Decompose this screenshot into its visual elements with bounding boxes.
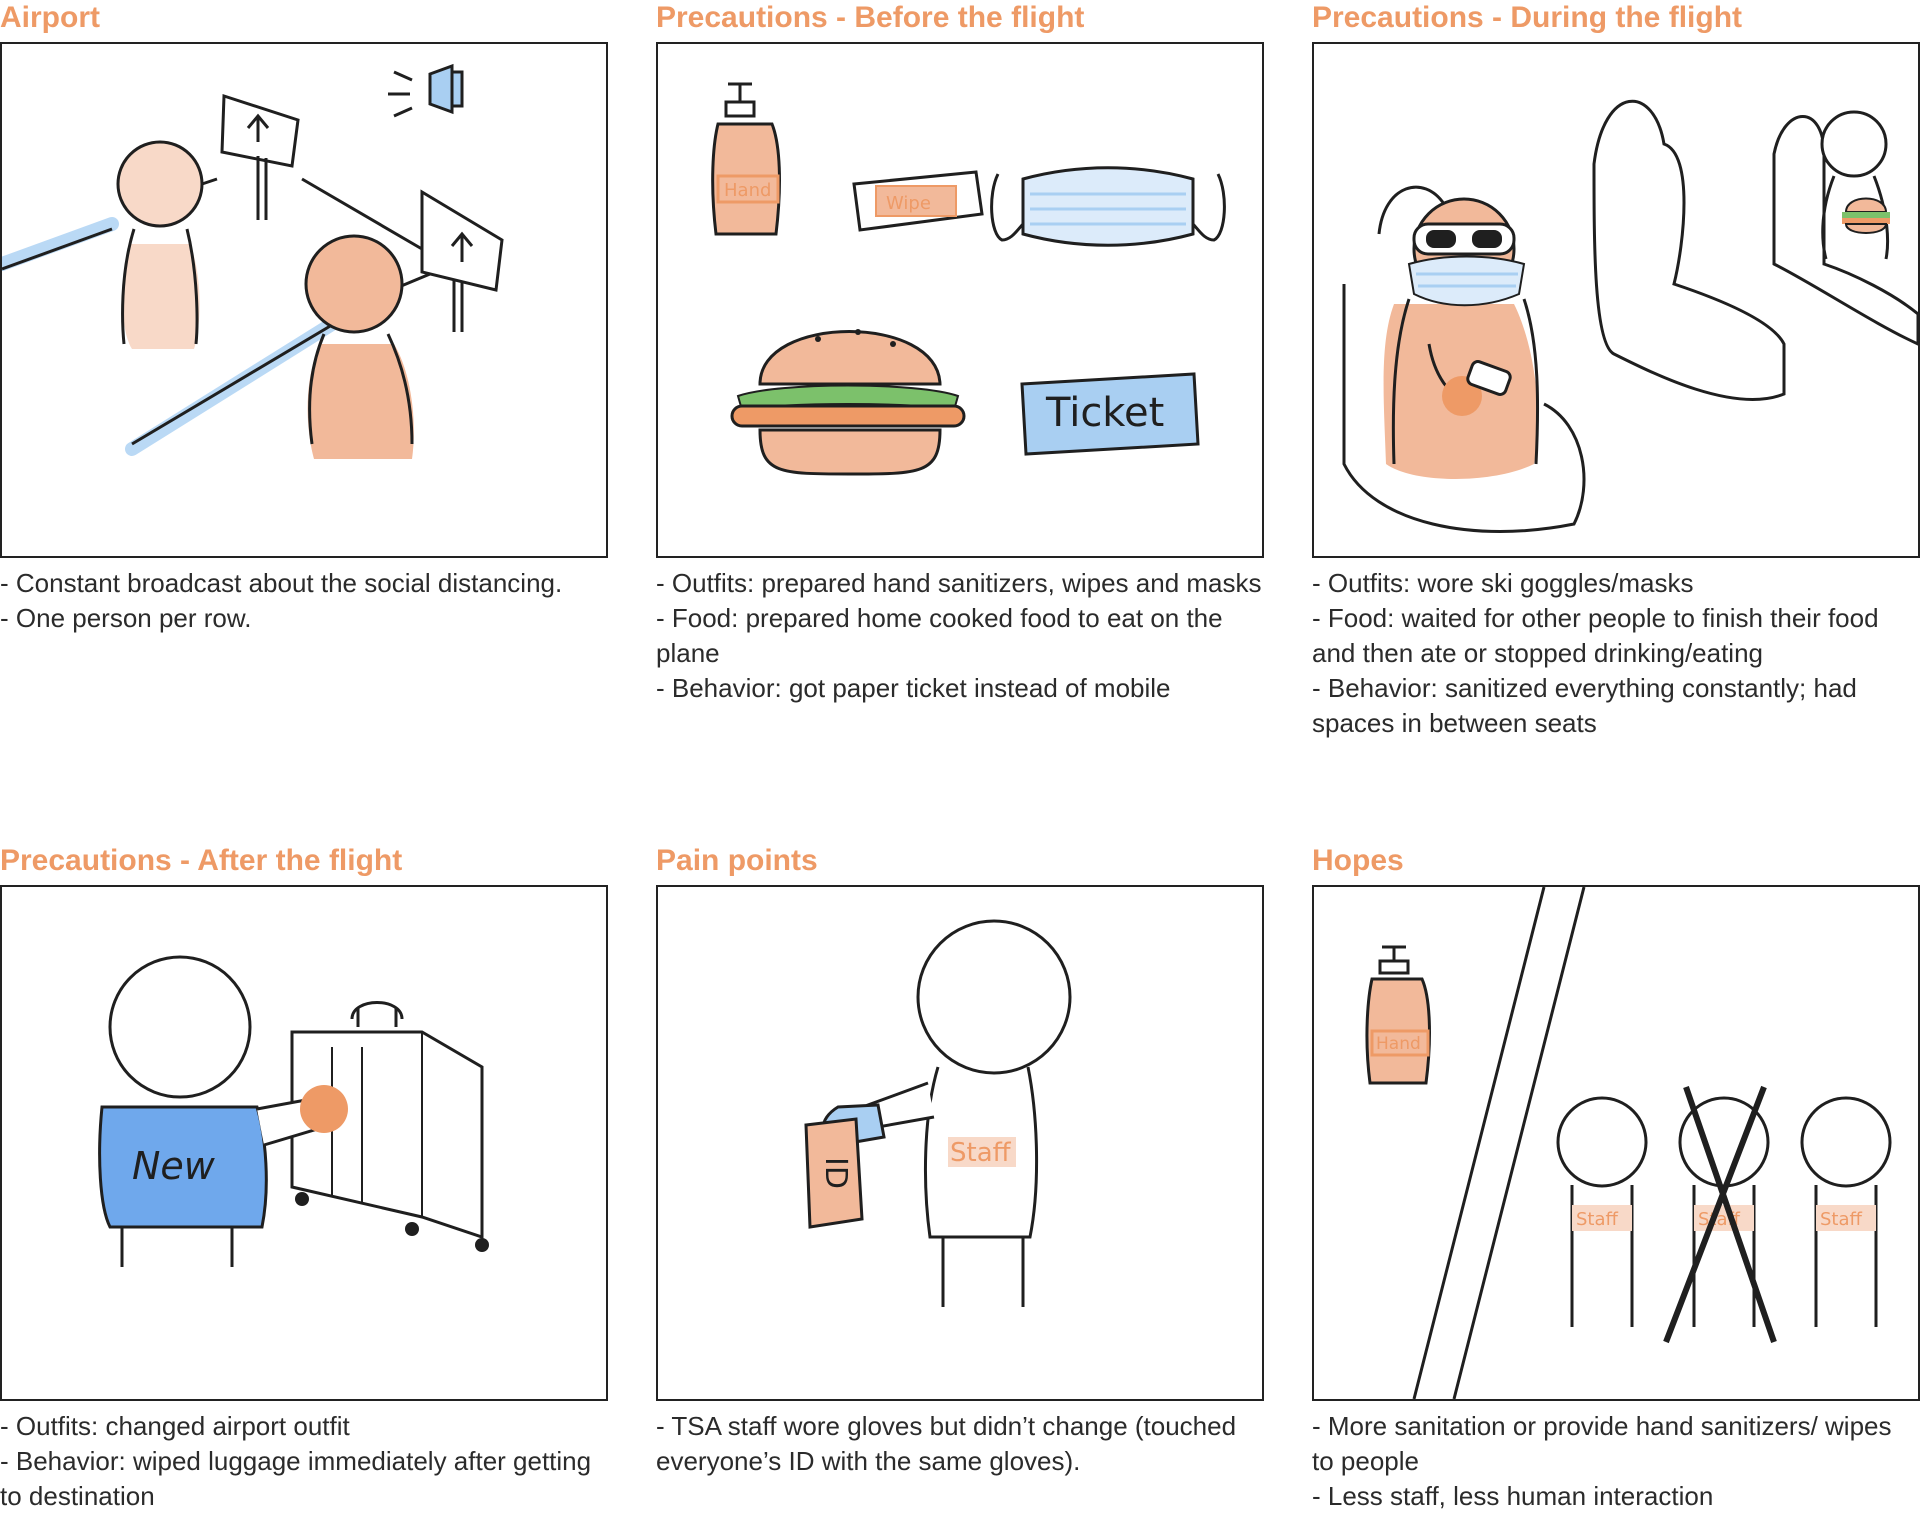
panel-notes: - Outfits: changed airport outfit - Beha… bbox=[0, 1409, 608, 1514]
staff-badge-label: Staff bbox=[1820, 1209, 1863, 1230]
wipe-label: Wipe bbox=[886, 193, 931, 214]
paper-ticket-icon: Ticket bbox=[1020, 372, 1200, 456]
staff-figure: Staff bbox=[1556, 1096, 1648, 1327]
note-line: - Food: waited for other people to finis… bbox=[1312, 603, 1879, 668]
sanitizer-label: Hand bbox=[1376, 1034, 1421, 1054]
illustration-frame bbox=[1312, 42, 1920, 558]
passenger-figure bbox=[1820, 110, 1890, 260]
panel-title: Precautions - During the flight bbox=[1312, 1, 1743, 34]
note-line: - Constant broadcast about the social di… bbox=[0, 568, 563, 598]
illustration-frame: Staff ID bbox=[656, 885, 1264, 1401]
illustration-frame bbox=[0, 42, 608, 558]
sanitizer-label: Hand bbox=[724, 180, 771, 201]
panel-notes: - Constant broadcast about the social di… bbox=[0, 566, 608, 636]
arrow-sign-icon bbox=[220, 93, 300, 220]
hopes-illustration: Hand Staff Staff Staff bbox=[1365, 887, 1892, 1399]
traveler-figure bbox=[116, 140, 204, 349]
illustration-frame: Hand Staff Staff Staff bbox=[1312, 885, 1920, 1401]
after-flight-illustration: New bbox=[98, 955, 489, 1267]
note-line: - Behavior: got paper ticket instead of … bbox=[656, 673, 1171, 703]
ski-goggles-icon bbox=[1412, 222, 1516, 256]
during-flight-illustration bbox=[1342, 99, 1918, 533]
note-line: - Outfits: prepared hand sanitizers, wip… bbox=[656, 568, 1262, 598]
ticket-label: Ticket bbox=[1045, 390, 1164, 436]
pain-points-illustration: Staff ID bbox=[804, 919, 1072, 1307]
staff-badge-label: Staff bbox=[1576, 1209, 1619, 1230]
note-line: - Behavior: wiped luggage immediately af… bbox=[0, 1446, 592, 1511]
note-line: - More sanitation or provide hand saniti… bbox=[1312, 1411, 1892, 1476]
burger-icon bbox=[1842, 197, 1890, 234]
luggage-icon bbox=[290, 1001, 489, 1252]
note-line: - Food: prepared home cooked food to eat… bbox=[656, 603, 1223, 668]
panel-title: Airport bbox=[0, 1, 100, 34]
panel-title: Precautions - Before the flight bbox=[656, 1, 1085, 34]
staff-badge-label: Staff bbox=[950, 1138, 1012, 1168]
traveler-figure: New bbox=[98, 955, 348, 1267]
staff-figure: Staff bbox=[1663, 1085, 1777, 1344]
note-line: - Outfits: changed airport outfit bbox=[0, 1411, 350, 1441]
cross-out-icon bbox=[1663, 1085, 1777, 1344]
illustration-frame: New bbox=[0, 885, 608, 1401]
panel-title: Hopes bbox=[1312, 844, 1404, 877]
note-line: - Less staff, less human interaction bbox=[1312, 1481, 1714, 1511]
note-line: - TSA staff wore gloves but didn’t chang… bbox=[656, 1411, 1237, 1476]
hand-sanitizer-icon: Hand bbox=[1365, 945, 1431, 1085]
arrow-sign-icon bbox=[420, 189, 504, 332]
burger-icon bbox=[730, 329, 966, 476]
illustration-frame: Hand Wipe bbox=[656, 42, 1264, 558]
airport-illustration bbox=[2, 63, 504, 459]
panel-notes: - More sanitation or provide hand saniti… bbox=[1312, 1409, 1920, 1514]
panel-title: Pain points bbox=[656, 844, 818, 877]
note-line: - Outfits: wore ski goggles/masks bbox=[1312, 568, 1694, 598]
tsa-staff-figure: Staff bbox=[821, 919, 1072, 1307]
wipe-packet-icon: Wipe bbox=[852, 170, 984, 232]
shirt-label: New bbox=[132, 1144, 216, 1188]
speaker-icon bbox=[388, 63, 464, 118]
panel-notes: - TSA staff wore gloves but didn’t chang… bbox=[656, 1409, 1264, 1479]
passenger-figure bbox=[1377, 185, 1540, 479]
panel-notes: - Outfits: wore ski goggles/masks - Food… bbox=[1312, 566, 1920, 741]
id-card-icon: ID bbox=[804, 1117, 864, 1229]
note-line: - One person per row. bbox=[0, 603, 252, 633]
note-line: - Behavior: sanitized everything constan… bbox=[1312, 673, 1857, 738]
traveler-figure bbox=[304, 234, 414, 459]
face-mask-icon bbox=[990, 166, 1226, 247]
hand-sanitizer-icon: Hand bbox=[711, 82, 781, 236]
staff-figure: Staff bbox=[1800, 1096, 1892, 1327]
panel-title: Precautions - After the flight bbox=[0, 844, 403, 877]
id-card-label: ID bbox=[818, 1157, 853, 1189]
before-flight-illustration: Hand Wipe bbox=[711, 82, 1226, 476]
panel-notes: - Outfits: prepared hand sanitizers, wip… bbox=[656, 566, 1264, 706]
face-mask-icon bbox=[1407, 255, 1526, 307]
